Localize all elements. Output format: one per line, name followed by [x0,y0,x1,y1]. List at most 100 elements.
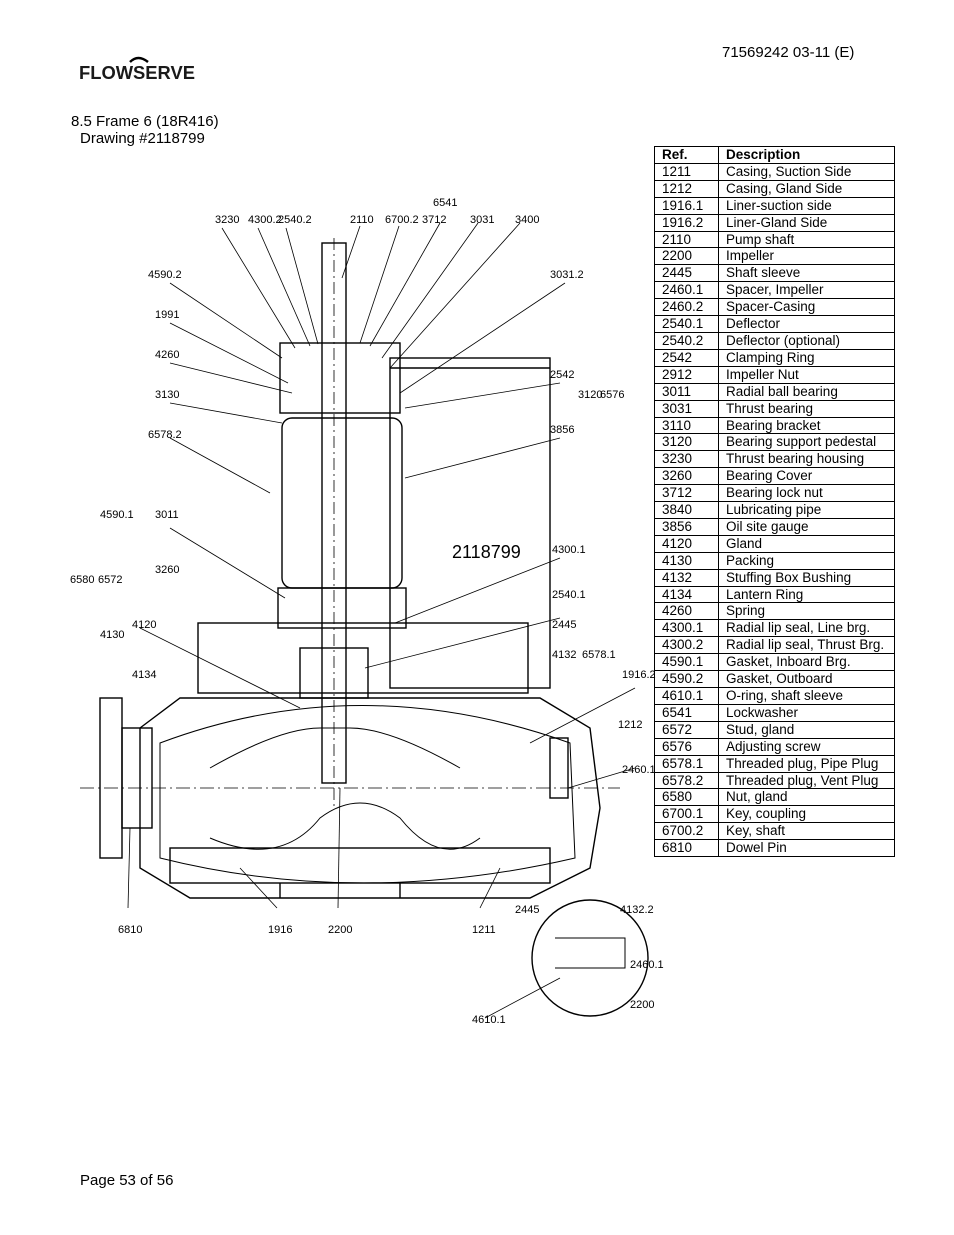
ref-cell: 4610.1 [654,687,719,705]
svg-text:4260: 4260 [155,349,179,361]
ref-cell: 6572 [654,720,719,739]
svg-text:3130: 3130 [155,389,179,401]
description-cell: Packing [718,551,895,570]
ref-cell: 3031 [654,399,719,418]
svg-text:4300.2: 4300.2 [248,214,282,226]
ref-cell: 1916.2 [654,213,719,232]
ref-cell: 4134 [654,585,719,604]
svg-text:4130: 4130 [100,629,124,641]
ref-cell: 2912 [654,365,719,384]
description-cell: Liner-Gland Side [718,213,895,232]
description-cell: Gasket, Inboard Brg. [718,653,895,672]
svg-text:3400: 3400 [515,214,539,226]
description-cell: Thrust bearing housing [718,450,895,469]
svg-text:6541: 6541 [433,197,457,209]
svg-text:4132: 4132 [552,649,576,661]
description-cell: Radial lip seal, Thrust Brg. [718,636,895,655]
ref-cell: 3120 [654,433,719,452]
description-cell: Bearing lock nut [718,484,895,503]
ref-cell: 2445 [654,264,719,283]
svg-text:2445: 2445 [552,619,576,631]
ref-cell: 6810 [654,839,719,858]
description-cell: Casing, Suction Side [718,162,895,181]
svg-text:6700.2: 6700.2 [385,214,419,226]
svg-text:2542: 2542 [550,369,574,381]
description-cell: Bearing support pedestal [718,433,895,452]
svg-text:4120: 4120 [132,619,156,631]
ref-cell: 2200 [654,247,719,266]
svg-text:4132.2: 4132.2 [620,904,654,916]
ref-cell: 4130 [654,551,719,570]
ref-cell: 6578.1 [654,754,719,773]
svg-text:3011: 3011 [155,509,179,521]
svg-text:6810: 6810 [118,924,142,936]
document-number: 71569242 03-11 (E) [722,44,855,61]
svg-text:1212: 1212 [618,719,642,731]
description-cell: Gasket, Outboard [718,670,895,688]
svg-text:6572: 6572 [98,574,122,586]
svg-text:6580: 6580 [70,574,94,586]
description-cell: Lockwasher [718,703,895,722]
table-header-row: Ref. Description [654,146,895,164]
description-cell: Lantern Ring [718,585,895,604]
description-cell: Liner-suction side [718,196,895,215]
ref-cell: 4300.2 [654,636,719,655]
description-cell: Spacer-Casing [718,298,895,317]
description-cell: Gland [718,534,895,553]
description-cell: Impeller Nut [718,365,895,384]
svg-text:1916: 1916 [268,924,292,936]
ref-cell: 3110 [654,416,719,435]
description-cell: Deflector (optional) [718,331,895,350]
svg-text:3230: 3230 [215,214,239,226]
header-description: Description [718,146,895,164]
svg-text:1211: 1211 [472,924,496,936]
ref-cell: 4120 [654,534,719,553]
description-cell: Lubricating pipe [718,501,895,519]
ref-cell: 1211 [654,162,719,181]
description-cell: Shaft sleeve [718,264,895,283]
svg-text:2200: 2200 [630,999,654,1011]
description-cell: Key, coupling [718,805,895,824]
svg-text:3260: 3260 [155,564,179,576]
ref-cell: 6541 [654,703,719,722]
svg-text:2445: 2445 [515,904,539,916]
ref-cell: 3011 [654,382,719,401]
description-cell: Spring [718,602,895,621]
ref-cell: 4300.1 [654,619,719,638]
svg-text:2200: 2200 [328,924,352,936]
description-cell: Bearing Cover [718,467,895,486]
svg-text:2540.2: 2540.2 [278,214,312,226]
description-cell: Clamping Ring [718,348,895,367]
header-ref: Ref. [654,146,719,164]
svg-text:6578.1: 6578.1 [582,649,616,661]
svg-text:1991: 1991 [155,309,179,321]
ref-cell: 2460.1 [654,281,719,300]
description-cell: Bearing bracket [718,416,895,435]
description-cell: Radial lip seal, Line brg. [718,619,895,638]
svg-text:3856: 3856 [550,424,574,436]
